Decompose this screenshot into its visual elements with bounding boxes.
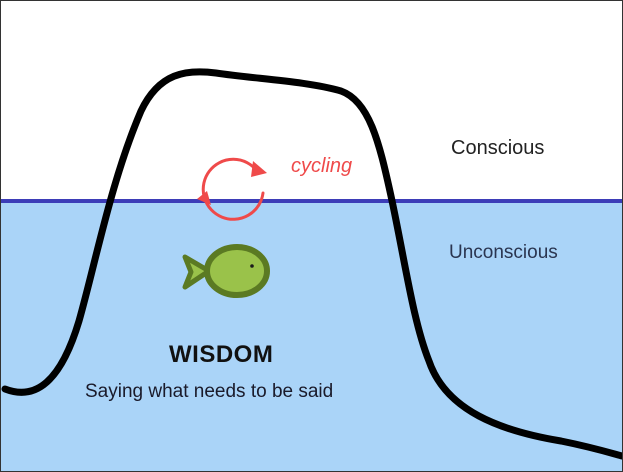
fish-icon [182,244,270,298]
cycling-label: cycling [291,155,353,177]
wisdom-title: WISDOM [169,341,274,368]
unconscious-water-region [1,201,622,471]
unconscious-label: Unconscious [449,242,558,263]
circular-arrow-icon [197,157,267,221]
hill-curve [1,68,622,460]
waterline [1,199,622,203]
conscious-label: Conscious [451,137,545,159]
wisdom-subtitle: Saying what needs to be said [85,381,334,402]
